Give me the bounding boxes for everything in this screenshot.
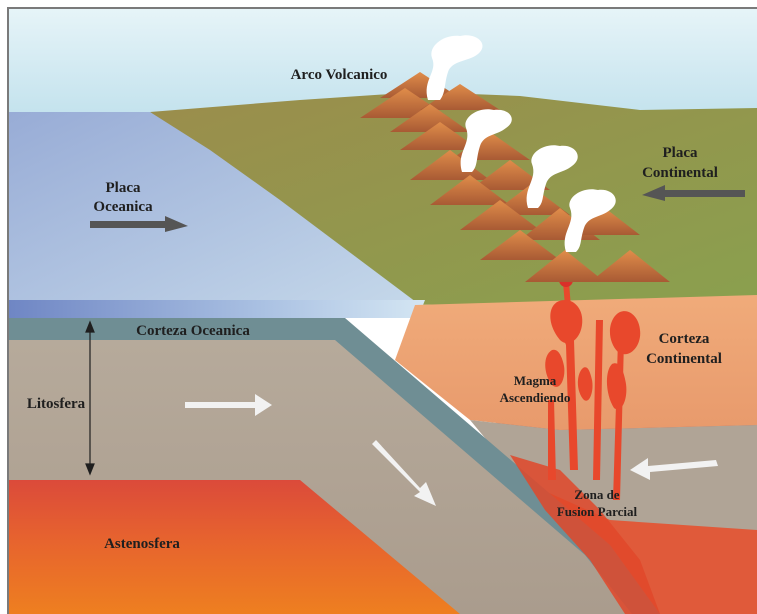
- sea-front: [9, 300, 425, 318]
- magma-blob-4: [577, 367, 593, 401]
- partial-melting-zone: [510, 455, 660, 614]
- continental-lithosphere: [470, 420, 757, 530]
- label-magma-line2: Ascendiendo: [500, 390, 571, 405]
- volcanic-arc: [360, 72, 670, 282]
- label-placa-oceanica-line2: Oceanica: [93, 199, 153, 215]
- label-zona-line1: Zona de: [574, 487, 619, 502]
- magma-blob-2: [609, 311, 641, 355]
- subduction-arrow: [372, 440, 436, 506]
- magma-blob-5: [606, 363, 627, 410]
- oceanic-plate-motion-arrow: [90, 216, 188, 232]
- label-placa-continental-line2: Continental: [642, 165, 718, 181]
- continental-crust: [395, 295, 757, 430]
- label-corteza-oceanica: Corteza Oceanica: [136, 323, 250, 339]
- label-arco-volcanico: Arco Volcanico: [291, 67, 388, 83]
- label-placa-oceanica-line1: Placa: [106, 180, 141, 196]
- label-litosfera: Litosfera: [27, 396, 86, 412]
- mantle-flow-arrow: [630, 458, 718, 480]
- magma-blob-3: [545, 349, 565, 387]
- steam-plumes: [426, 35, 616, 252]
- continental-plate-motion-arrow: [642, 185, 745, 201]
- lithosphere-motion-arrow: [185, 394, 272, 416]
- label-magma-line1: Magma: [514, 373, 557, 388]
- label-zona-line2: Fusion Parcial: [557, 504, 638, 519]
- oceanic-plate-surface: [9, 112, 420, 305]
- label-placa-continental-line1: Placa: [663, 145, 698, 161]
- oceanic-lithosphere: [9, 340, 640, 614]
- label-astenosfera: Astenosfera: [104, 536, 180, 552]
- lithosphere-thickness-marker: [85, 320, 95, 476]
- label-corteza-continental-line1: Corteza: [659, 331, 710, 347]
- magma-blob-1: [550, 300, 583, 344]
- label-corteza-continental-line2: Continental: [646, 351, 722, 367]
